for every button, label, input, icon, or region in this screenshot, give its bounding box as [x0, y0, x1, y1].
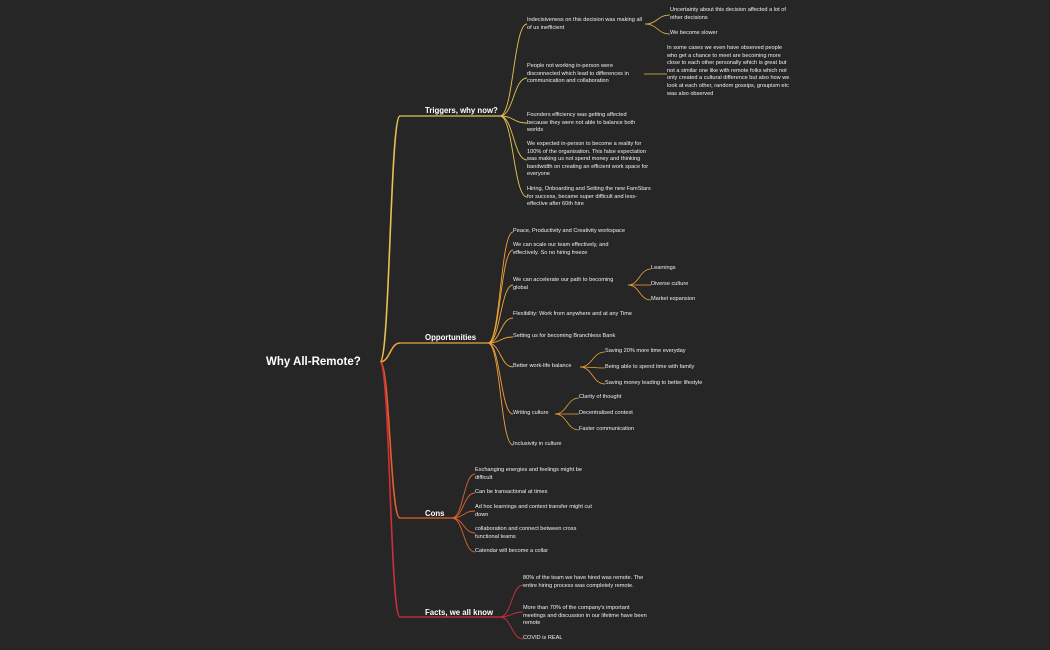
cons-item[interactable]: Exchanging energies and feelings might b…: [475, 467, 582, 481]
trigger-item[interactable]: Indecisiveness on this decision was maki…: [527, 17, 643, 31]
opportunity-subitem[interactable]: Being able to spend time with family: [605, 364, 695, 370]
trigger-connector: [499, 115, 528, 198]
trigger-sub-connector: [644, 23, 671, 35]
opportunity-connector: [487, 317, 514, 344]
root-to-triggers: [379, 115, 401, 363]
opportunity-item[interactable]: We can accelerate our path to becoming g…: [513, 277, 614, 291]
opportunity-connector: [487, 249, 514, 344]
facts-connector: [499, 584, 524, 618]
trigger-connector: [499, 77, 528, 117]
opportunity-item[interactable]: Flexibility: Work from anywhere and at a…: [513, 311, 632, 317]
opportunity-item[interactable]: We can scale our team effectively, and e…: [513, 242, 609, 256]
opportunity-sub-connector: [627, 268, 652, 286]
opportunity-connector: [487, 342, 514, 446]
opportunity-subitem[interactable]: Diverse culture: [651, 281, 689, 287]
opportunity-connector: [487, 284, 514, 344]
opportunity-item[interactable]: Inclusivity in culture: [513, 441, 562, 447]
branch-triggers[interactable]: Triggers, why now?: [425, 106, 498, 115]
root-to-facts: [379, 361, 401, 618]
trigger-sub-connector: [644, 14, 671, 25]
facts-item[interactable]: 80% of the team we have hired was remote…: [523, 575, 644, 589]
opportunity-connector: [487, 231, 514, 344]
cons-connector: [451, 473, 476, 519]
opportunity-sub-connector: [627, 284, 652, 301]
root-to-opportunities: [379, 342, 401, 363]
trigger-subitem[interactable]: In some cases we even have observed peop…: [667, 45, 790, 97]
opportunity-connector: [487, 342, 514, 368]
trigger-item[interactable]: We expected in-person to become a realit…: [527, 141, 649, 178]
trigger-subitem[interactable]: Uncertainty about this decision affected…: [670, 7, 786, 21]
trigger-item[interactable]: People not working in-person were discon…: [527, 63, 629, 85]
opportunity-subitem[interactable]: Saving money leading to better lifestyle: [605, 380, 703, 386]
branch-opportunities[interactable]: Opportunities: [425, 333, 477, 342]
opportunity-item[interactable]: Better work-life balance: [513, 363, 572, 369]
facts-item[interactable]: COVID is REAL: [523, 635, 563, 641]
cons-connector: [451, 492, 476, 519]
opportunity-sub-connector: [554, 413, 580, 431]
trigger-connector: [499, 115, 528, 124]
root-topic-label: Why All-Remote?: [266, 356, 361, 368]
root-topic[interactable]: Why All-Remote?: [266, 355, 361, 369]
facts-item[interactable]: More than 70% of the company's important…: [523, 605, 647, 627]
branch-facts[interactable]: Facts, we all know: [425, 608, 494, 617]
opportunity-subitem[interactable]: Learnings: [651, 265, 676, 271]
branch-cons[interactable]: Cons: [425, 509, 445, 518]
opportunity-connector: [487, 342, 514, 415]
cons-connector: [451, 517, 476, 553]
cons-connector: [451, 517, 476, 534]
opportunity-subitem[interactable]: Faster communication: [579, 426, 635, 432]
opportunity-sub-connector: [579, 366, 606, 385]
cons-item[interactable]: Ad hoc learnings and context transfer mi…: [475, 504, 592, 518]
cons-item[interactable]: collaboration and connect between cross …: [475, 526, 577, 540]
facts-connector: [499, 616, 524, 640]
cons-connector: [451, 510, 476, 519]
opportunity-item[interactable]: Writing culture: [513, 410, 549, 416]
cons-item[interactable]: Calendar will become a collar: [475, 548, 549, 554]
opportunity-sub-connector: [554, 397, 580, 415]
opportunity-subitem[interactable]: Saving 20% more time everyday: [605, 348, 686, 354]
cons-item[interactable]: Can be transactional at times: [475, 489, 548, 495]
trigger-item[interactable]: Founders efficiency was getting affected…: [527, 112, 636, 134]
opportunity-subitem[interactable]: Clarity of thought: [579, 394, 622, 400]
opportunity-subitem[interactable]: Market expansion: [651, 296, 696, 302]
trigger-connector: [499, 23, 528, 117]
opportunity-item[interactable]: Peace, Productivity and Creativity works…: [513, 228, 625, 234]
opportunity-connector: [487, 336, 514, 344]
trigger-connector: [499, 115, 528, 161]
trigger-subitem[interactable]: We become slower: [670, 30, 718, 36]
opportunity-subitem[interactable]: Decentralised context: [579, 410, 633, 416]
facts-connector: [499, 611, 524, 618]
opportunity-sub-connector: [579, 351, 606, 368]
opportunity-item[interactable]: Setting us for becoming Branchless Bank: [513, 333, 616, 339]
trigger-item[interactable]: Hiring, Onboarding and Setting the new F…: [527, 186, 651, 208]
